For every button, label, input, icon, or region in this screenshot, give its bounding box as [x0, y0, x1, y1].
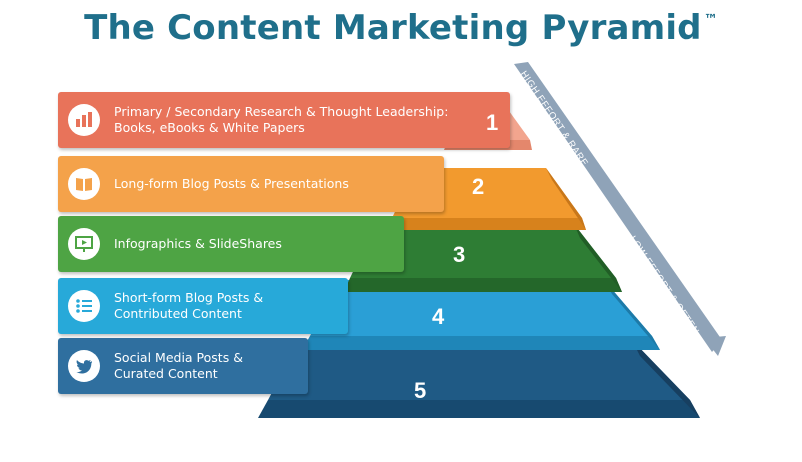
pyramid-level-4 — [302, 280, 660, 350]
presentation-icon — [68, 228, 100, 260]
level-5-label: Social Media Posts & Curated Content — [114, 350, 243, 381]
twitter-bird-icon — [68, 350, 100, 382]
level-2-number: 2 — [472, 174, 485, 199]
level-2-label: Long-form Blog Posts & Presentations — [114, 176, 349, 191]
level-3-number: 3 — [453, 242, 466, 267]
level-5-band: Social Media Posts & Curated Content — [58, 338, 308, 394]
level-1-number: 1 — [486, 110, 499, 135]
level-1-label: Primary / Secondary Research & Thought L… — [114, 104, 449, 135]
level-3-band: Infographics & SlideShares — [58, 216, 404, 272]
level-1-band: Primary / Secondary Research & Thought L… — [58, 92, 510, 148]
pyramid-level-3 — [344, 224, 622, 292]
trademark: ™ — [703, 12, 718, 28]
level-4-number: 4 — [432, 304, 445, 329]
effort-arrow — [514, 62, 726, 356]
level-3-label: Infographics & SlideShares — [114, 236, 282, 251]
book-icon — [68, 168, 100, 200]
level-5-number: 5 — [414, 378, 427, 403]
level-2-band: Long-form Blog Posts & Presentations — [58, 156, 444, 212]
level-4-label: Short-form Blog Posts & Contributed Cont… — [114, 290, 264, 321]
bar-chart-icon — [68, 104, 100, 136]
list-icon — [68, 290, 100, 322]
pyramid-level-5 — [258, 340, 700, 418]
level-4-band: Short-form Blog Posts & Contributed Cont… — [58, 278, 348, 334]
